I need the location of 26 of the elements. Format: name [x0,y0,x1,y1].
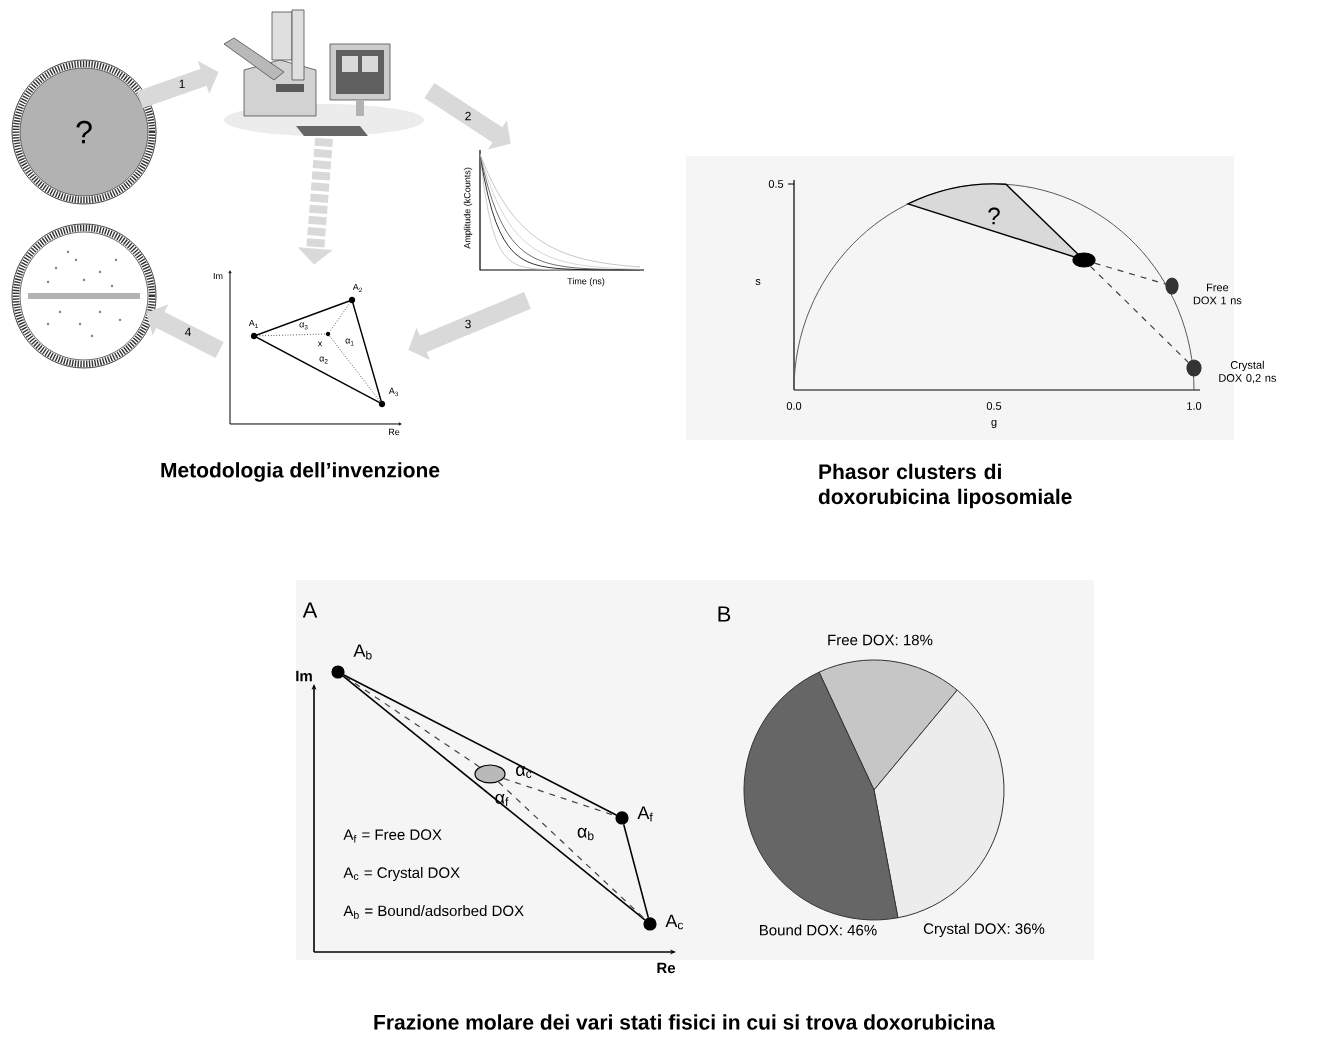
connector-line [342,675,646,921]
caption: Metodologia dell’invenzione [161,462,440,482]
connector-line [497,781,646,921]
angle-label: α$_{b}$ [577,827,594,841]
block-arrow [408,292,531,360]
connector-line [342,675,481,768]
connector-line [343,674,617,816]
point-label: A$_{f}$ [637,806,653,822]
cluster-dot [474,764,506,784]
connector-line [1093,262,1167,285]
caption: Frazione molare dei vari stati fisici in cui si trova doxorubicina [374,1014,996,1030]
caption: Phasor clusters di doxorubicina liposomiale [818,463,1072,509]
panel-letter: B [718,606,731,622]
shaded-wedge: ? [907,183,1085,261]
panel-letter: A [302,602,318,618]
liposome-drawing [11,223,157,369]
connector-line [1089,265,1189,363]
angle-label: α$_{f}$ [495,793,509,807]
point-label: A$_{b}$ [353,644,372,660]
liposome: ? [11,59,157,205]
cluster-dot [1072,252,1096,268]
point-label: A$_{c}$ [665,914,684,930]
connector-line [503,777,617,817]
connector-line [622,823,650,919]
microscope-drawing [223,9,424,136]
angle-label: α$_{c}$ [516,766,532,778]
